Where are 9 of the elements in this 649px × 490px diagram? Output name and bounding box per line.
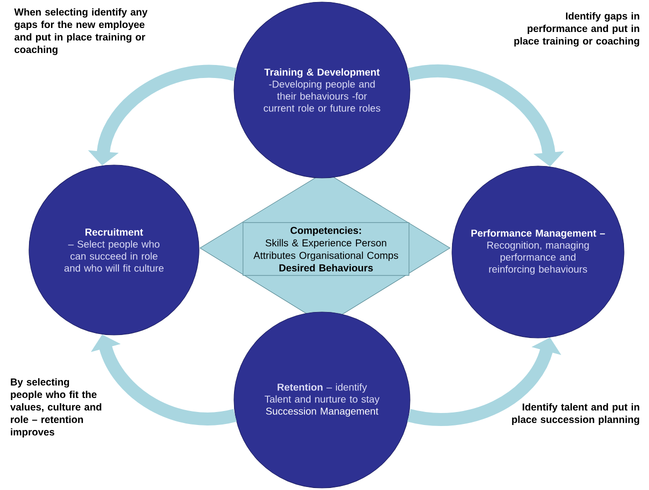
note-text: Identify gaps in performance and put in place training or coaching: [514, 12, 640, 47]
circle-node: Retention – identify Talent and nurture to stay Succession Management: [234, 312, 410, 488]
note-text: By selecting people who fit the values, culture and role – retention improves: [10, 378, 102, 438]
circle-node: Performance Management – Recognition, managing performance and reinforcing behaviours: [452, 166, 624, 338]
circle-node: Recruitment – Select people who can succeed in role and who will fit culture: [28, 164, 200, 336]
competencies-box: Competencies: Skills & Experience Person Attributes Organisational Comps Desired Behaviours: [242, 222, 410, 276]
note-text: When selecting identify any gaps for the new employee and put in place training or coaching: [14, 8, 148, 56]
circle-node: Training & Development -Developing people and their behaviours -for current role or future roles: [234, 2, 410, 178]
note-text: Identify talent and put in place succession planning: [512, 403, 640, 426]
